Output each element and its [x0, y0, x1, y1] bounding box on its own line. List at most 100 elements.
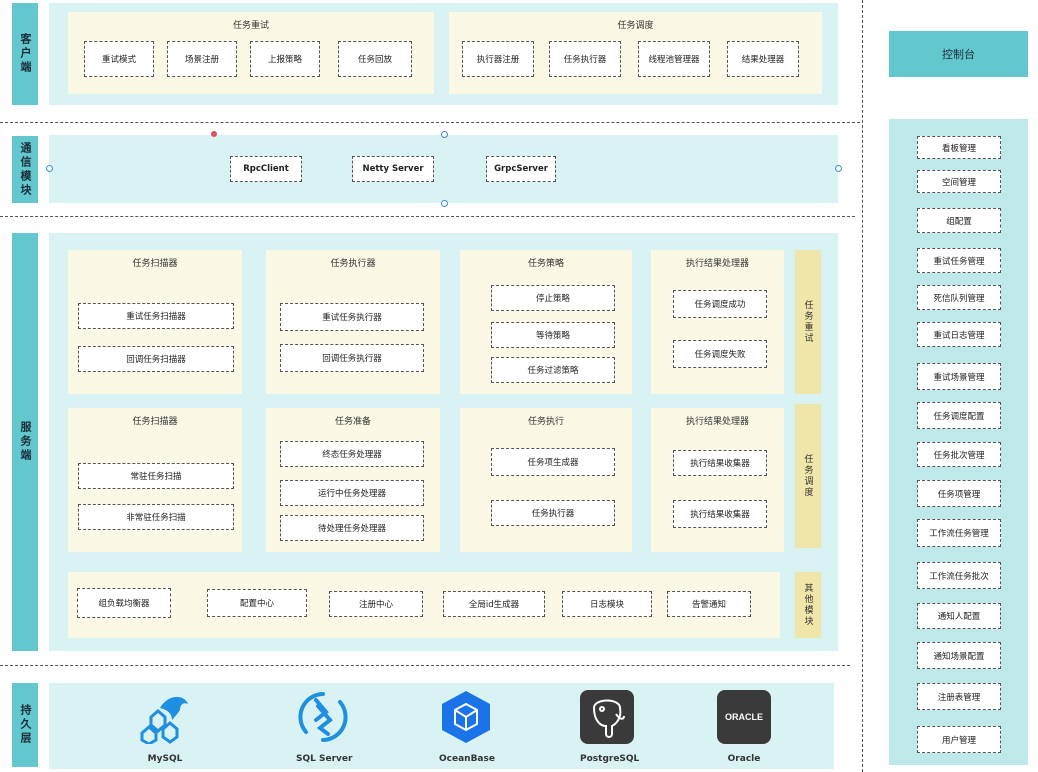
server-module[interactable]: 停止策略 — [491, 285, 615, 311]
server-other-tag: 其他模块 — [795, 572, 821, 638]
group-title: 任务扫描器 — [132, 259, 178, 269]
console-item[interactable]: 组配置 — [917, 208, 1001, 233]
console-title: 控制台 — [889, 31, 1028, 77]
server-module[interactable]: 执行结果收集器 — [673, 500, 767, 528]
oceanbase-icon — [442, 691, 490, 743]
layer-label-comm: 通信模块 — [12, 136, 38, 203]
server-module[interactable]: 运行中任务处理器 — [280, 480, 424, 506]
server-dispatch-result-group: 执行结果处理器 执行结果收集器 执行结果收集器 — [651, 408, 784, 552]
server-module[interactable]: 配置中心 — [207, 589, 307, 617]
console-item[interactable]: 任务调度配置 — [917, 402, 1001, 429]
client-retry-item[interactable]: 任务回放 — [338, 41, 412, 77]
server-retry-result-group: 执行结果处理器 任务调度成功 任务调度失败 — [651, 250, 784, 394]
server-dispatch-tag: 任务调度 — [795, 404, 821, 548]
mysql-icon — [140, 696, 188, 746]
db-mysql: MySQL — [138, 690, 192, 764]
db-label: PostgreSQL — [580, 754, 640, 764]
server-module[interactable]: 待处理任务处理器 — [280, 515, 424, 541]
console-item[interactable]: 任务批次管理 — [917, 442, 1001, 467]
separator-comm-server — [0, 216, 855, 217]
server-module[interactable]: 告警通知 — [667, 591, 751, 617]
sql-server-icon — [298, 692, 348, 742]
client-dispatch-item[interactable]: 任务执行器 — [549, 41, 621, 77]
client-dispatch-item[interactable]: 执行器注册 — [462, 41, 534, 77]
client-retry-item[interactable]: 重试模式 — [84, 41, 154, 77]
selection-handle[interactable] — [835, 165, 842, 172]
console-item[interactable]: 用户管理 — [917, 726, 1001, 753]
console-item[interactable]: 空间管理 — [917, 170, 1001, 193]
server-module[interactable]: 终态任务处理器 — [280, 441, 424, 467]
client-retry-item[interactable]: 场景注册 — [167, 41, 237, 77]
console-item[interactable]: 死信队列管理 — [917, 285, 1001, 310]
console-item[interactable]: 任务项管理 — [917, 480, 1001, 507]
layer-label-server: 服务端 — [12, 233, 38, 651]
server-module[interactable]: 任务调度成功 — [673, 290, 767, 318]
server-module[interactable]: 回调任务执行器 — [280, 344, 424, 372]
group-title: 任务策略 — [527, 259, 564, 269]
client-dispatch-item[interactable]: 结果处理器 — [727, 41, 799, 77]
console-item[interactable]: 通知场景配置 — [917, 642, 1001, 669]
console-item[interactable]: 注册表管理 — [917, 683, 1001, 710]
db-label: OceanBase — [439, 754, 495, 764]
server-dispatch-execute-group: 任务执行 任务项生成器 任务执行器 — [460, 408, 632, 552]
db-sql-server: SQL Server — [296, 690, 353, 764]
rotate-handle[interactable] — [211, 131, 217, 137]
server-other-group: 组负载均衡器 配置中心 注册中心 全局id生成器 日志模块 告警通知 — [68, 572, 780, 638]
server-dispatch-scanner-group: 任务扫描器 常驻任务扫描 非常驻任务扫描 — [68, 408, 242, 552]
server-module[interactable]: 任务调度失败 — [673, 340, 767, 368]
server-retry-strategy-group: 任务策略 停止策略 等待策略 任务过滤策略 — [460, 250, 632, 394]
netty-server-box[interactable]: Netty Server — [352, 156, 434, 182]
oracle-logo-text: ORACLE — [725, 712, 763, 722]
console-item[interactable]: 工作流任务批次 — [917, 562, 1001, 589]
server-retry-tag: 任务重试 — [795, 250, 821, 394]
group-title: 执行结果处理器 — [685, 417, 749, 427]
server-module[interactable]: 组负载均衡器 — [77, 588, 171, 618]
db-label: MySQL — [147, 754, 183, 764]
server-module[interactable]: 重试任务扫描器 — [78, 303, 234, 329]
postgresql-icon — [580, 690, 634, 744]
selection-handle[interactable] — [441, 131, 448, 138]
server-retry-executor-group: 任务执行器 重试任务执行器 回调任务执行器 — [266, 250, 440, 394]
server-module[interactable]: 常驻任务扫描 — [78, 463, 234, 489]
db-oceanbase: OceanBase — [439, 690, 495, 764]
group-title: 任务扫描器 — [132, 417, 178, 427]
server-module[interactable]: 非常驻任务扫描 — [78, 504, 234, 530]
rpc-client-box[interactable]: RpcClient — [230, 156, 302, 182]
layer-label-client: 客户端 — [12, 3, 38, 105]
layer-label-persist: 持久层 — [12, 683, 38, 767]
console-item[interactable]: 重试任务管理 — [917, 248, 1001, 273]
group-title: 任务准备 — [334, 417, 371, 427]
server-module[interactable]: 任务执行器 — [491, 500, 615, 526]
separator-console — [862, 0, 863, 772]
client-dispatch-item[interactable]: 线程池管理器 — [638, 41, 710, 77]
server-module[interactable]: 等待策略 — [491, 322, 615, 348]
group-title: 执行结果处理器 — [685, 259, 749, 269]
server-module[interactable]: 日志模块 — [562, 591, 652, 617]
server-module[interactable]: 注册中心 — [329, 591, 423, 617]
db-postgresql: PostgreSQL — [580, 690, 640, 764]
console-item[interactable]: 重试场景管理 — [917, 363, 1001, 390]
separator-server-persist — [0, 665, 850, 666]
server-module[interactable]: 任务过滤策略 — [491, 357, 615, 383]
selection-handle[interactable] — [441, 200, 448, 207]
client-dispatch-group: 任务调度 执行器注册 任务执行器 线程池管理器 结果处理器 — [449, 12, 822, 94]
server-retry-scanner-group: 任务扫描器 重试任务扫描器 回调任务扫描器 — [68, 250, 242, 394]
oracle-icon: ORACLE — [717, 690, 771, 744]
server-module[interactable]: 任务项生成器 — [491, 448, 615, 476]
console-item[interactable]: 工作流任务管理 — [917, 519, 1001, 547]
db-label: SQL Server — [296, 754, 353, 764]
server-module[interactable]: 回调任务扫描器 — [78, 346, 234, 372]
server-module[interactable]: 全局id生成器 — [443, 591, 545, 617]
console-item[interactable]: 通知人配置 — [917, 603, 1001, 629]
db-oracle: ORACLE Oracle — [717, 690, 771, 764]
client-retry-group: 任务重试 重试模式 场景注册 上报策略 任务回放 — [68, 12, 434, 94]
client-dispatch-title: 任务调度 — [617, 21, 654, 31]
selection-handle[interactable] — [46, 165, 53, 172]
server-module[interactable]: 重试任务执行器 — [280, 303, 424, 331]
comm-tier — [49, 135, 838, 203]
client-retry-item[interactable]: 上报策略 — [250, 41, 320, 77]
server-module[interactable]: 执行结果收集器 — [673, 450, 767, 476]
grpc-server-box[interactable]: GrpcServer — [486, 156, 556, 182]
console-item[interactable]: 看板管理 — [917, 136, 1001, 159]
console-item[interactable]: 重试日志管理 — [917, 322, 1001, 347]
